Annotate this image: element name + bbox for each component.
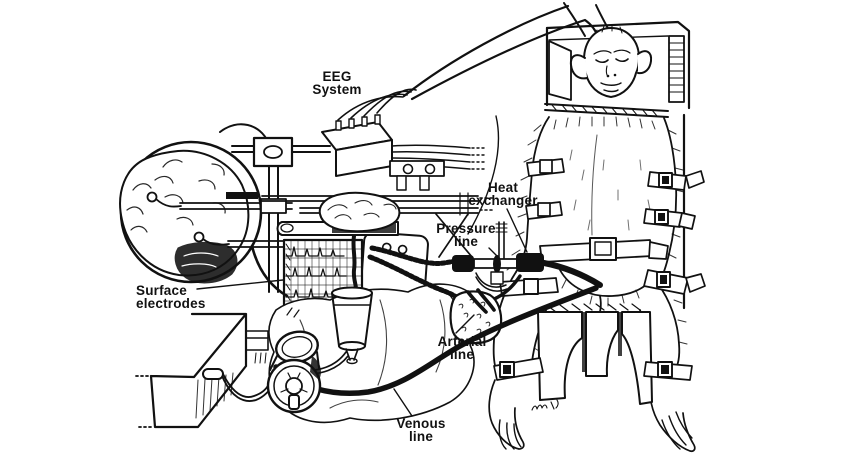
label-venous-line: Venous line xyxy=(396,416,446,444)
isolated-brain-on-tray xyxy=(276,191,401,294)
pressure-line-catheter xyxy=(495,221,508,259)
leader-lines xyxy=(196,208,528,417)
head-restraint-box xyxy=(544,20,691,118)
label-pressure-line: Pressure line xyxy=(436,221,496,249)
wire-bracket xyxy=(389,160,445,191)
surface-electrode-pads xyxy=(146,191,230,246)
perfusion-pump xyxy=(266,330,322,414)
brain-magnified-inset xyxy=(119,140,295,284)
artist-signature xyxy=(531,399,559,411)
restraint-straps xyxy=(493,158,706,381)
monkey-head xyxy=(569,24,653,98)
eeg-connector-box xyxy=(321,114,393,177)
label-eeg-system: EEG System xyxy=(312,69,362,97)
label-heat-exchanger: Heat exchanger xyxy=(468,180,538,208)
label-arterial-line: Arterial line xyxy=(437,334,487,362)
heat-exchanger-assembly xyxy=(452,221,603,292)
eeg-lead-wires xyxy=(337,2,616,170)
instrument-chassis xyxy=(135,312,273,429)
label-surface-electrodes: Surface electrodes xyxy=(136,283,206,311)
monkey-in-restraint-chair xyxy=(483,20,706,453)
seat-pedestal xyxy=(537,303,653,405)
collection-beaker xyxy=(331,286,373,365)
